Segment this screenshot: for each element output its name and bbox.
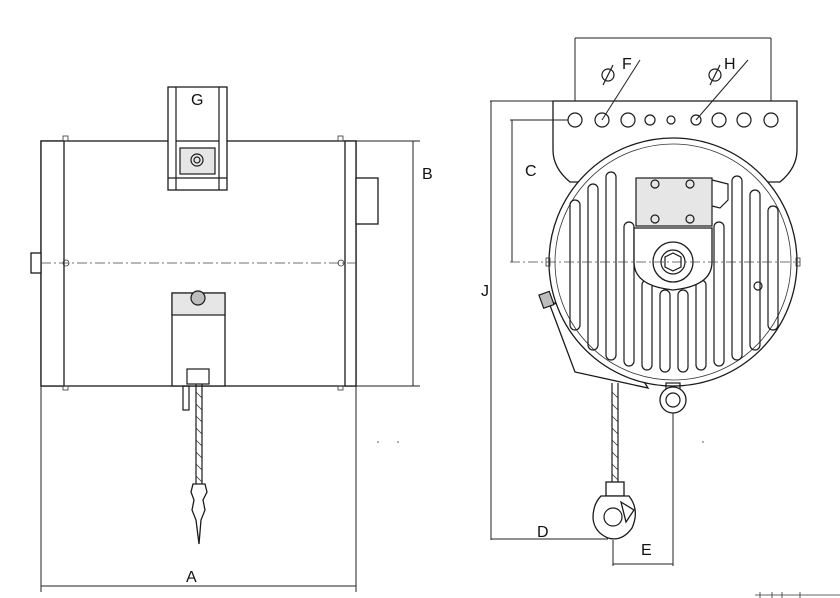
front-view-bottom-eye xyxy=(659,382,687,414)
side-view xyxy=(30,86,420,592)
dimension-a xyxy=(40,386,357,592)
dimension-e xyxy=(612,413,674,566)
front-view-outlet-bolt xyxy=(538,290,555,310)
side-view-cable xyxy=(190,384,208,545)
label-h: H xyxy=(724,56,736,73)
side-view-axle-stub xyxy=(30,252,42,274)
dimension-f xyxy=(601,59,641,121)
dimension-h xyxy=(695,59,749,121)
side-view-lever xyxy=(182,385,190,411)
side-view-cable-guide xyxy=(171,290,226,411)
side-view-bolt xyxy=(62,259,70,267)
label-f: F xyxy=(622,56,632,73)
dimension-c xyxy=(510,119,568,262)
front-view-connector xyxy=(711,179,729,209)
corner-fragment xyxy=(755,592,840,598)
front-view-screw xyxy=(753,281,763,291)
label-e: E xyxy=(641,542,652,559)
front-view-cable xyxy=(611,383,619,482)
side-view-motor-box xyxy=(355,177,379,225)
dimension-j xyxy=(490,100,608,540)
label-c: C xyxy=(525,163,537,180)
label-b: B xyxy=(422,166,433,183)
label-a: A xyxy=(186,569,197,586)
side-view-left-cap xyxy=(40,140,65,387)
side-view-right-cap xyxy=(344,140,357,387)
label-g: G xyxy=(191,92,203,109)
label-d: D xyxy=(537,524,549,541)
side-view-stud xyxy=(62,385,69,391)
dimension-top-span xyxy=(574,37,772,101)
side-view-stud xyxy=(337,135,344,142)
front-view-mounting-holes xyxy=(567,112,779,128)
side-view-stud xyxy=(62,135,69,142)
front-view xyxy=(490,37,840,598)
dimension-b xyxy=(356,140,420,387)
front-view-terminal-box xyxy=(635,177,713,227)
label-j: J xyxy=(481,283,489,300)
side-view-hook xyxy=(190,483,208,545)
side-view-bolt xyxy=(337,259,345,267)
front-view-hook xyxy=(592,481,636,540)
side-view-stud xyxy=(337,385,344,391)
